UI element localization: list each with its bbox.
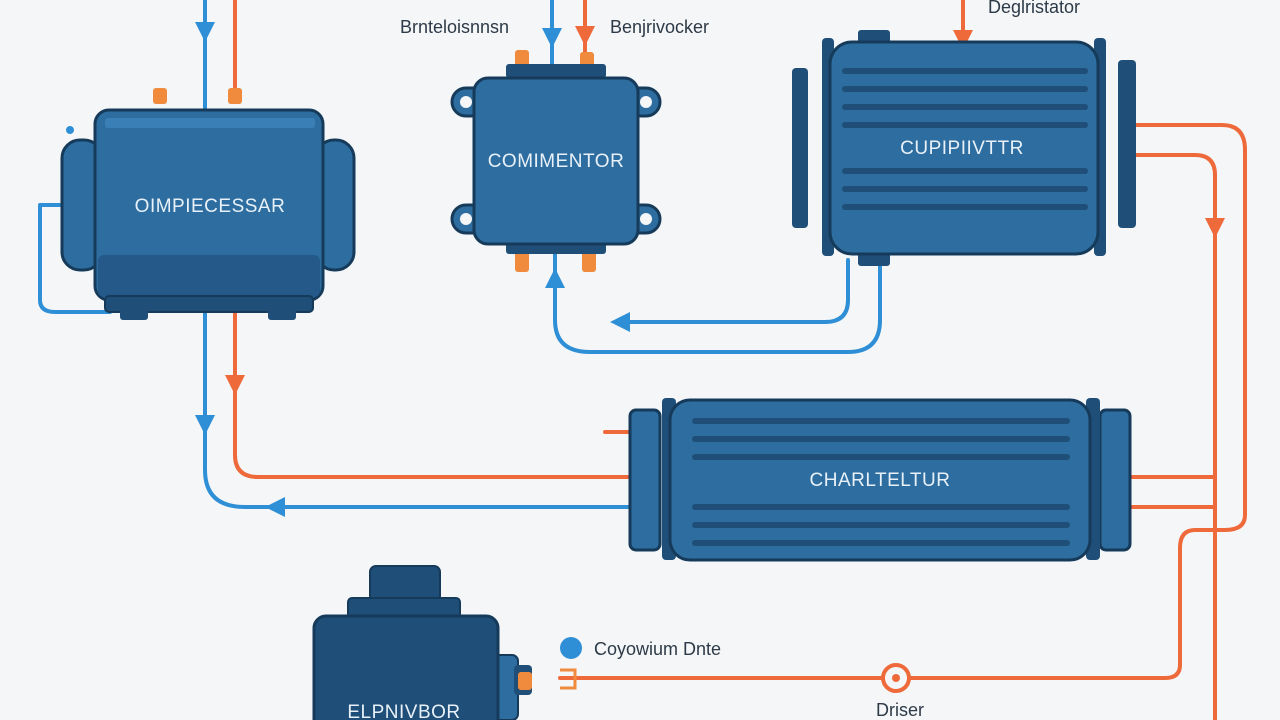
- legend-dot: [560, 637, 582, 659]
- pipe-orange-right-inner: [1133, 153, 1217, 720]
- label-top-left: Brnteloisnnsn: [400, 17, 509, 37]
- compressor-unit: OIMPIECESSAR: [60, 88, 356, 320]
- condenser-top-fins: [842, 68, 1088, 210]
- evaporator-unit: ELPNIVBOR: [312, 565, 532, 720]
- pipe-blue-connector-loop: [553, 248, 882, 354]
- label-top-right: Deglristator: [988, 0, 1080, 17]
- pipe-orange-compressor-to-condenser: [233, 310, 632, 479]
- condenser-mid-unit: CHARLTELTUR: [628, 398, 1132, 562]
- pipe-orange-right-outer: [558, 123, 1247, 680]
- pipe-blue-compressor-loop: [38, 203, 112, 314]
- connector-unit: COMIMENTOR: [450, 50, 662, 272]
- label-top-mid: Benjrivocker: [610, 17, 709, 37]
- condenser-mid-label: CHARLTELTUR: [810, 470, 951, 491]
- condenser-top-unit: CUPIPIIVTTR: [792, 30, 1136, 266]
- bottom-valve: [560, 663, 911, 693]
- connector-label: COMIMENTOR: [488, 151, 625, 172]
- pipe-blue-compressor-to-condenser: [203, 310, 632, 509]
- condenser-mid-fins: [692, 418, 1070, 546]
- label-legend: Coyowium Dnte: [594, 639, 721, 659]
- compressor-label: OIMPIECESSAR: [135, 196, 286, 217]
- condenser-top-label: CUPIPIIVTTR: [900, 138, 1024, 159]
- pipe-network: [38, 0, 1247, 720]
- pipe-blue-condenser-return: [610, 258, 850, 332]
- evaporator-label: ELPNIVBOR: [347, 702, 460, 720]
- label-bottom-valve: Driser: [876, 700, 924, 720]
